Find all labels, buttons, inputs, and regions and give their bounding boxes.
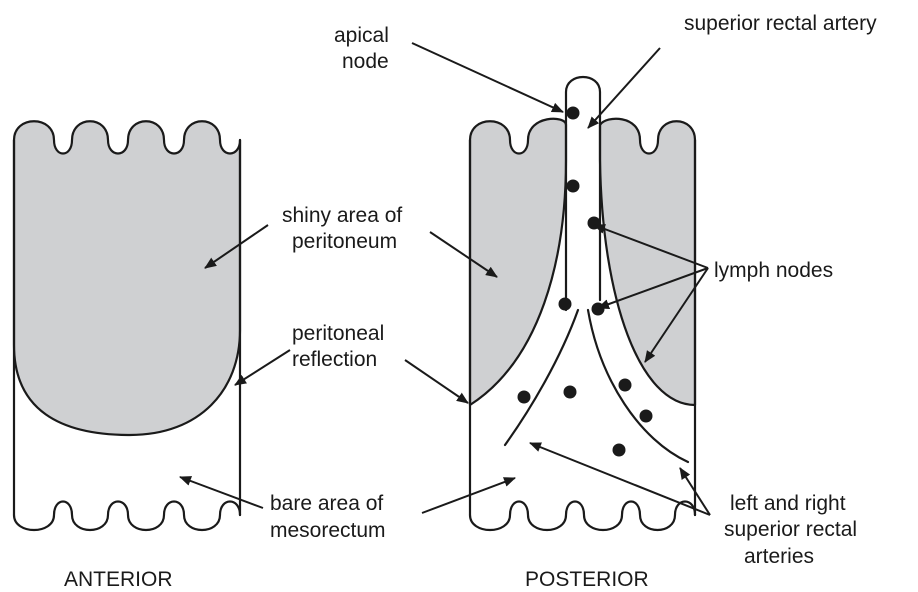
label-apical-node: apical bbox=[334, 24, 389, 47]
label-shiny-area: shiny area of bbox=[282, 204, 402, 227]
lymph-node bbox=[592, 303, 605, 316]
lymph-node bbox=[518, 391, 531, 404]
label-peritoneal-reflection: peritoneal bbox=[292, 322, 384, 345]
lymph-node bbox=[619, 379, 632, 392]
posterior-bottom-edge bbox=[470, 502, 695, 531]
label-lymph-nodes: lymph nodes bbox=[714, 259, 833, 282]
arrow-reflection-posterior bbox=[405, 360, 468, 403]
posterior-shiny-area-right bbox=[600, 119, 695, 405]
label-apical-node-line2: node bbox=[342, 50, 389, 73]
label-bare-area-line2: mesorectum bbox=[270, 519, 386, 542]
label-lr-arteries: left and right bbox=[730, 492, 846, 515]
lymph-node bbox=[640, 410, 653, 423]
caption-anterior: ANTERIOR bbox=[64, 568, 173, 591]
lymph-node bbox=[567, 107, 580, 120]
lymph-node bbox=[613, 444, 626, 457]
anterior-shiny-area bbox=[14, 121, 240, 435]
lymph-node bbox=[559, 298, 572, 311]
label-superior-rectal-artery: superior rectal artery bbox=[684, 12, 877, 35]
label-lr-arteries-line2: superior rectal bbox=[724, 518, 857, 541]
posterior-shiny-area-left bbox=[470, 119, 566, 405]
caption-posterior: POSTERIOR bbox=[525, 568, 649, 591]
label-peritoneal-reflection-line2: reflection bbox=[292, 348, 377, 371]
arrow-apical-node bbox=[412, 43, 563, 112]
label-bare-area: bare area of bbox=[270, 492, 383, 515]
posterior-view bbox=[470, 77, 695, 530]
arrow-reflection-anterior bbox=[235, 350, 290, 385]
anterior-bottom-edge bbox=[14, 502, 240, 531]
label-shiny-area-line2: peritoneum bbox=[292, 230, 397, 253]
lymph-node bbox=[567, 180, 580, 193]
anterior-view bbox=[14, 121, 240, 530]
label-lr-arteries-line3: arteries bbox=[744, 545, 814, 568]
arrow-bare-anterior bbox=[180, 477, 263, 508]
arrow-bare-posterior bbox=[422, 478, 515, 513]
lymph-node bbox=[564, 386, 577, 399]
